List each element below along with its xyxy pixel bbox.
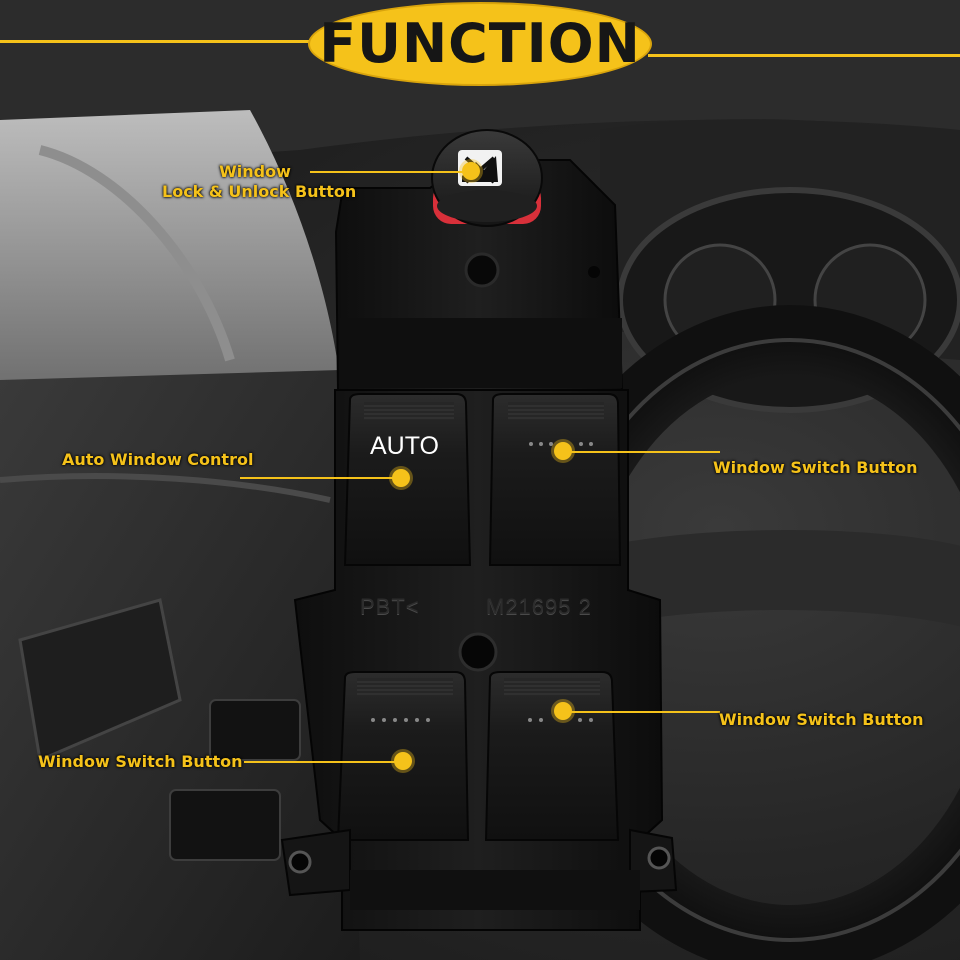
front-right-window-switch — [488, 393, 622, 566]
callout-front-right-label: Window Switch Button — [713, 458, 918, 477]
callout-auto-dot — [392, 469, 410, 487]
callout-lock-line1: Window — [219, 162, 291, 181]
callout-rear-right-leader — [570, 711, 720, 713]
callout-rear-left-leader — [244, 761, 404, 763]
callout-rear-right-label: Window Switch Button — [719, 710, 924, 729]
callout-rear-left-label: Window Switch Button — [38, 752, 243, 771]
title-rule-right — [648, 54, 960, 57]
mold-marking-right: M21695 2 — [486, 594, 592, 619]
callout-lock-leader — [310, 171, 470, 173]
title-badge — [308, 2, 652, 86]
callout-rear-left-dot — [394, 752, 412, 770]
callout-front-right-dot — [554, 442, 572, 460]
callout-rear-right-dot — [554, 702, 572, 720]
auto-label: AUTO — [370, 432, 439, 460]
callout-lock-dot — [462, 162, 480, 180]
callout-auto-leader — [240, 477, 400, 479]
callout-lock-line2: Lock & Unlock Button — [162, 182, 357, 201]
mounting-tab-left — [280, 828, 351, 897]
mold-marking-left: PBT< — [360, 594, 420, 619]
rear-right-window-switch — [484, 671, 620, 841]
door-handle — [18, 598, 182, 763]
lock-button — [431, 129, 543, 227]
callout-auto-label: Auto Window Control — [62, 450, 254, 469]
callout-front-right-leader — [570, 451, 720, 453]
mounting-tab-right — [629, 828, 678, 894]
page-title: FUNCTION — [319, 12, 641, 75]
title-rule-left — [0, 40, 312, 43]
